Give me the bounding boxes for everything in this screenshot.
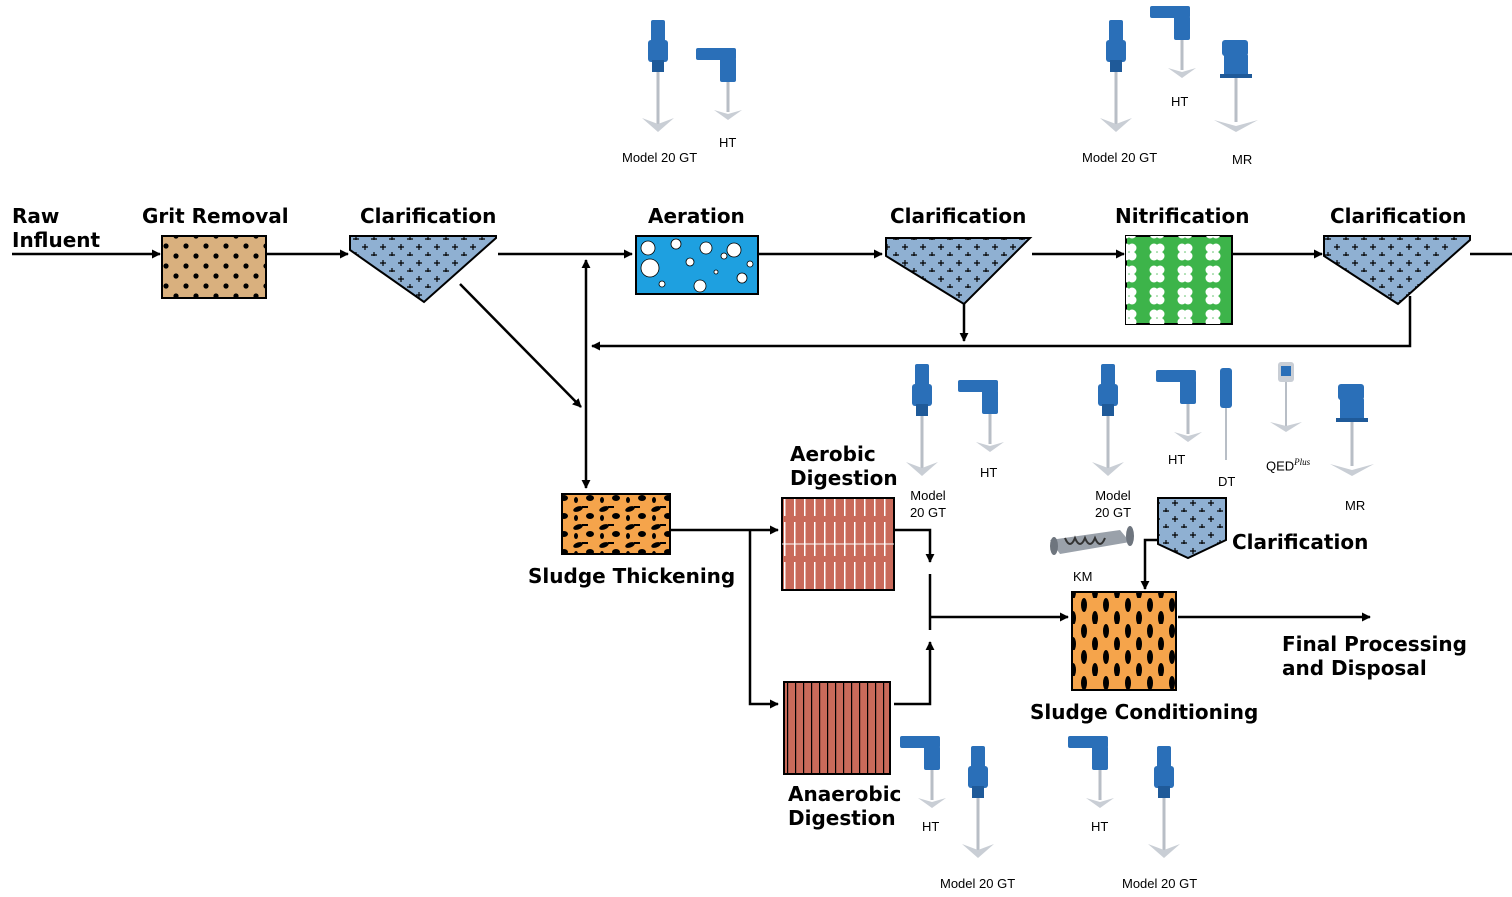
sludge-thickening-unit [561, 493, 671, 555]
clarification-2-label: Clarification [890, 204, 1027, 228]
clar4-to-conditioning [1140, 538, 1160, 590]
aeration-label: Aeration [648, 204, 745, 228]
aerobic-out [894, 528, 935, 563]
mixer-mr-icon [1214, 40, 1258, 132]
bottom-ht-label: HT [1091, 819, 1109, 834]
clarifier-4-unit [1157, 497, 1227, 560]
nitrification-label: Nitrification [1115, 204, 1250, 228]
aerobic-gt-label-2: 20 GT [909, 505, 947, 520]
sludge-conditioning-unit [1071, 591, 1177, 691]
mixer-dt-icon [1220, 368, 1232, 460]
anaerobic-digestion-label-1: Anaerobic [788, 782, 902, 806]
raw-influent-label-2: Influent [12, 228, 101, 252]
anaerobic-digestion-unit [783, 681, 891, 775]
clar2-mr-label: MR [1232, 152, 1253, 167]
aerobic-ht-label: HT [980, 465, 998, 480]
aeration-ht-label: HT [719, 135, 737, 150]
anaerobic-equipment [900, 736, 994, 858]
mixer-ht-icon [1156, 370, 1202, 442]
cond-km-label: KM [1073, 569, 1093, 584]
cond-ht-label: HT [1168, 452, 1186, 467]
mixer-gt-icon [642, 20, 674, 132]
raw-influent-label-1: Raw [12, 204, 60, 228]
aerobic-digestion-unit [781, 497, 895, 591]
bottom-gt-label: Model 20 GT [1122, 876, 1198, 891]
mixer-gt-icon [906, 364, 938, 476]
aerobic-digestion-label-1: Aerobic [790, 442, 876, 466]
mixer-ht-icon [900, 736, 946, 808]
anaerobic-digestion-label-2: Digestion [788, 806, 896, 830]
clarification-4-label: Clarification [1232, 530, 1369, 554]
aeration-gt-label: Model 20 GT [622, 150, 698, 165]
final-processing-label-2: and Disposal [1282, 656, 1427, 680]
clarifier-1-unit [349, 235, 497, 304]
mixer-gt-icon [1100, 20, 1132, 132]
grit-removal-unit [161, 235, 267, 299]
clar1-to-thickening-diagonal [459, 283, 582, 408]
cond-qed-label: QEDPlus [1266, 457, 1311, 474]
mixer-qed-icon [1270, 362, 1302, 432]
mixer-mr-icon [1330, 384, 1374, 476]
sludge-thickening-label: Sludge Thickening [528, 564, 736, 588]
clarification-equipment [1100, 6, 1258, 132]
clarifier-2-unit [885, 237, 1033, 306]
final-processing-label-1: Final Processing [1282, 632, 1467, 656]
anaerobic-gt-label: Model 20 GT [940, 876, 1016, 891]
aerobic-digestion-label-2: Digestion [790, 466, 898, 490]
return-sludge-line [591, 296, 1412, 351]
anaerobic-out [894, 641, 935, 706]
cond-gt-label-2: 20 GT [1094, 505, 1132, 520]
mixer-gt-icon [1092, 364, 1124, 476]
mixer-ht-icon [1068, 736, 1114, 808]
clarification-1-label: Clarification [360, 204, 497, 228]
aeration-unit [635, 235, 759, 295]
anaerobic-ht-label: HT [922, 819, 940, 834]
nitrification-unit [1125, 235, 1233, 325]
final-conditioning-equipment [1068, 736, 1180, 858]
clarification-3-label: Clarification [1330, 204, 1467, 228]
clar2-gt-label: Model 20 GT [1082, 150, 1158, 165]
grit-removal-label: Grit Removal [142, 204, 289, 228]
mixer-ht-icon [958, 380, 1004, 452]
aerobic-equipment [906, 364, 1004, 476]
cond-gt-label-1: Model [1095, 488, 1131, 503]
mixer-gt-icon [1148, 746, 1180, 858]
mixer-ht-icon [1150, 6, 1196, 78]
mixer-gt-icon [962, 746, 994, 858]
clarifier-3-unit [1323, 235, 1471, 306]
clar2-ht-label: HT [1171, 94, 1189, 109]
cond-mr-label: MR [1345, 498, 1366, 513]
cond-dt-label: DT [1218, 474, 1236, 489]
aerobic-gt-label-1: Model [910, 488, 946, 503]
aeration-equipment [642, 20, 742, 132]
flow-thick-to-anaerobic [748, 530, 779, 709]
main-flow-lines [12, 249, 1512, 709]
mixer-ht-icon [696, 48, 742, 120]
mixer-km-icon [1049, 525, 1135, 556]
sludge-conditioning-label: Sludge Conditioning [1030, 700, 1259, 724]
